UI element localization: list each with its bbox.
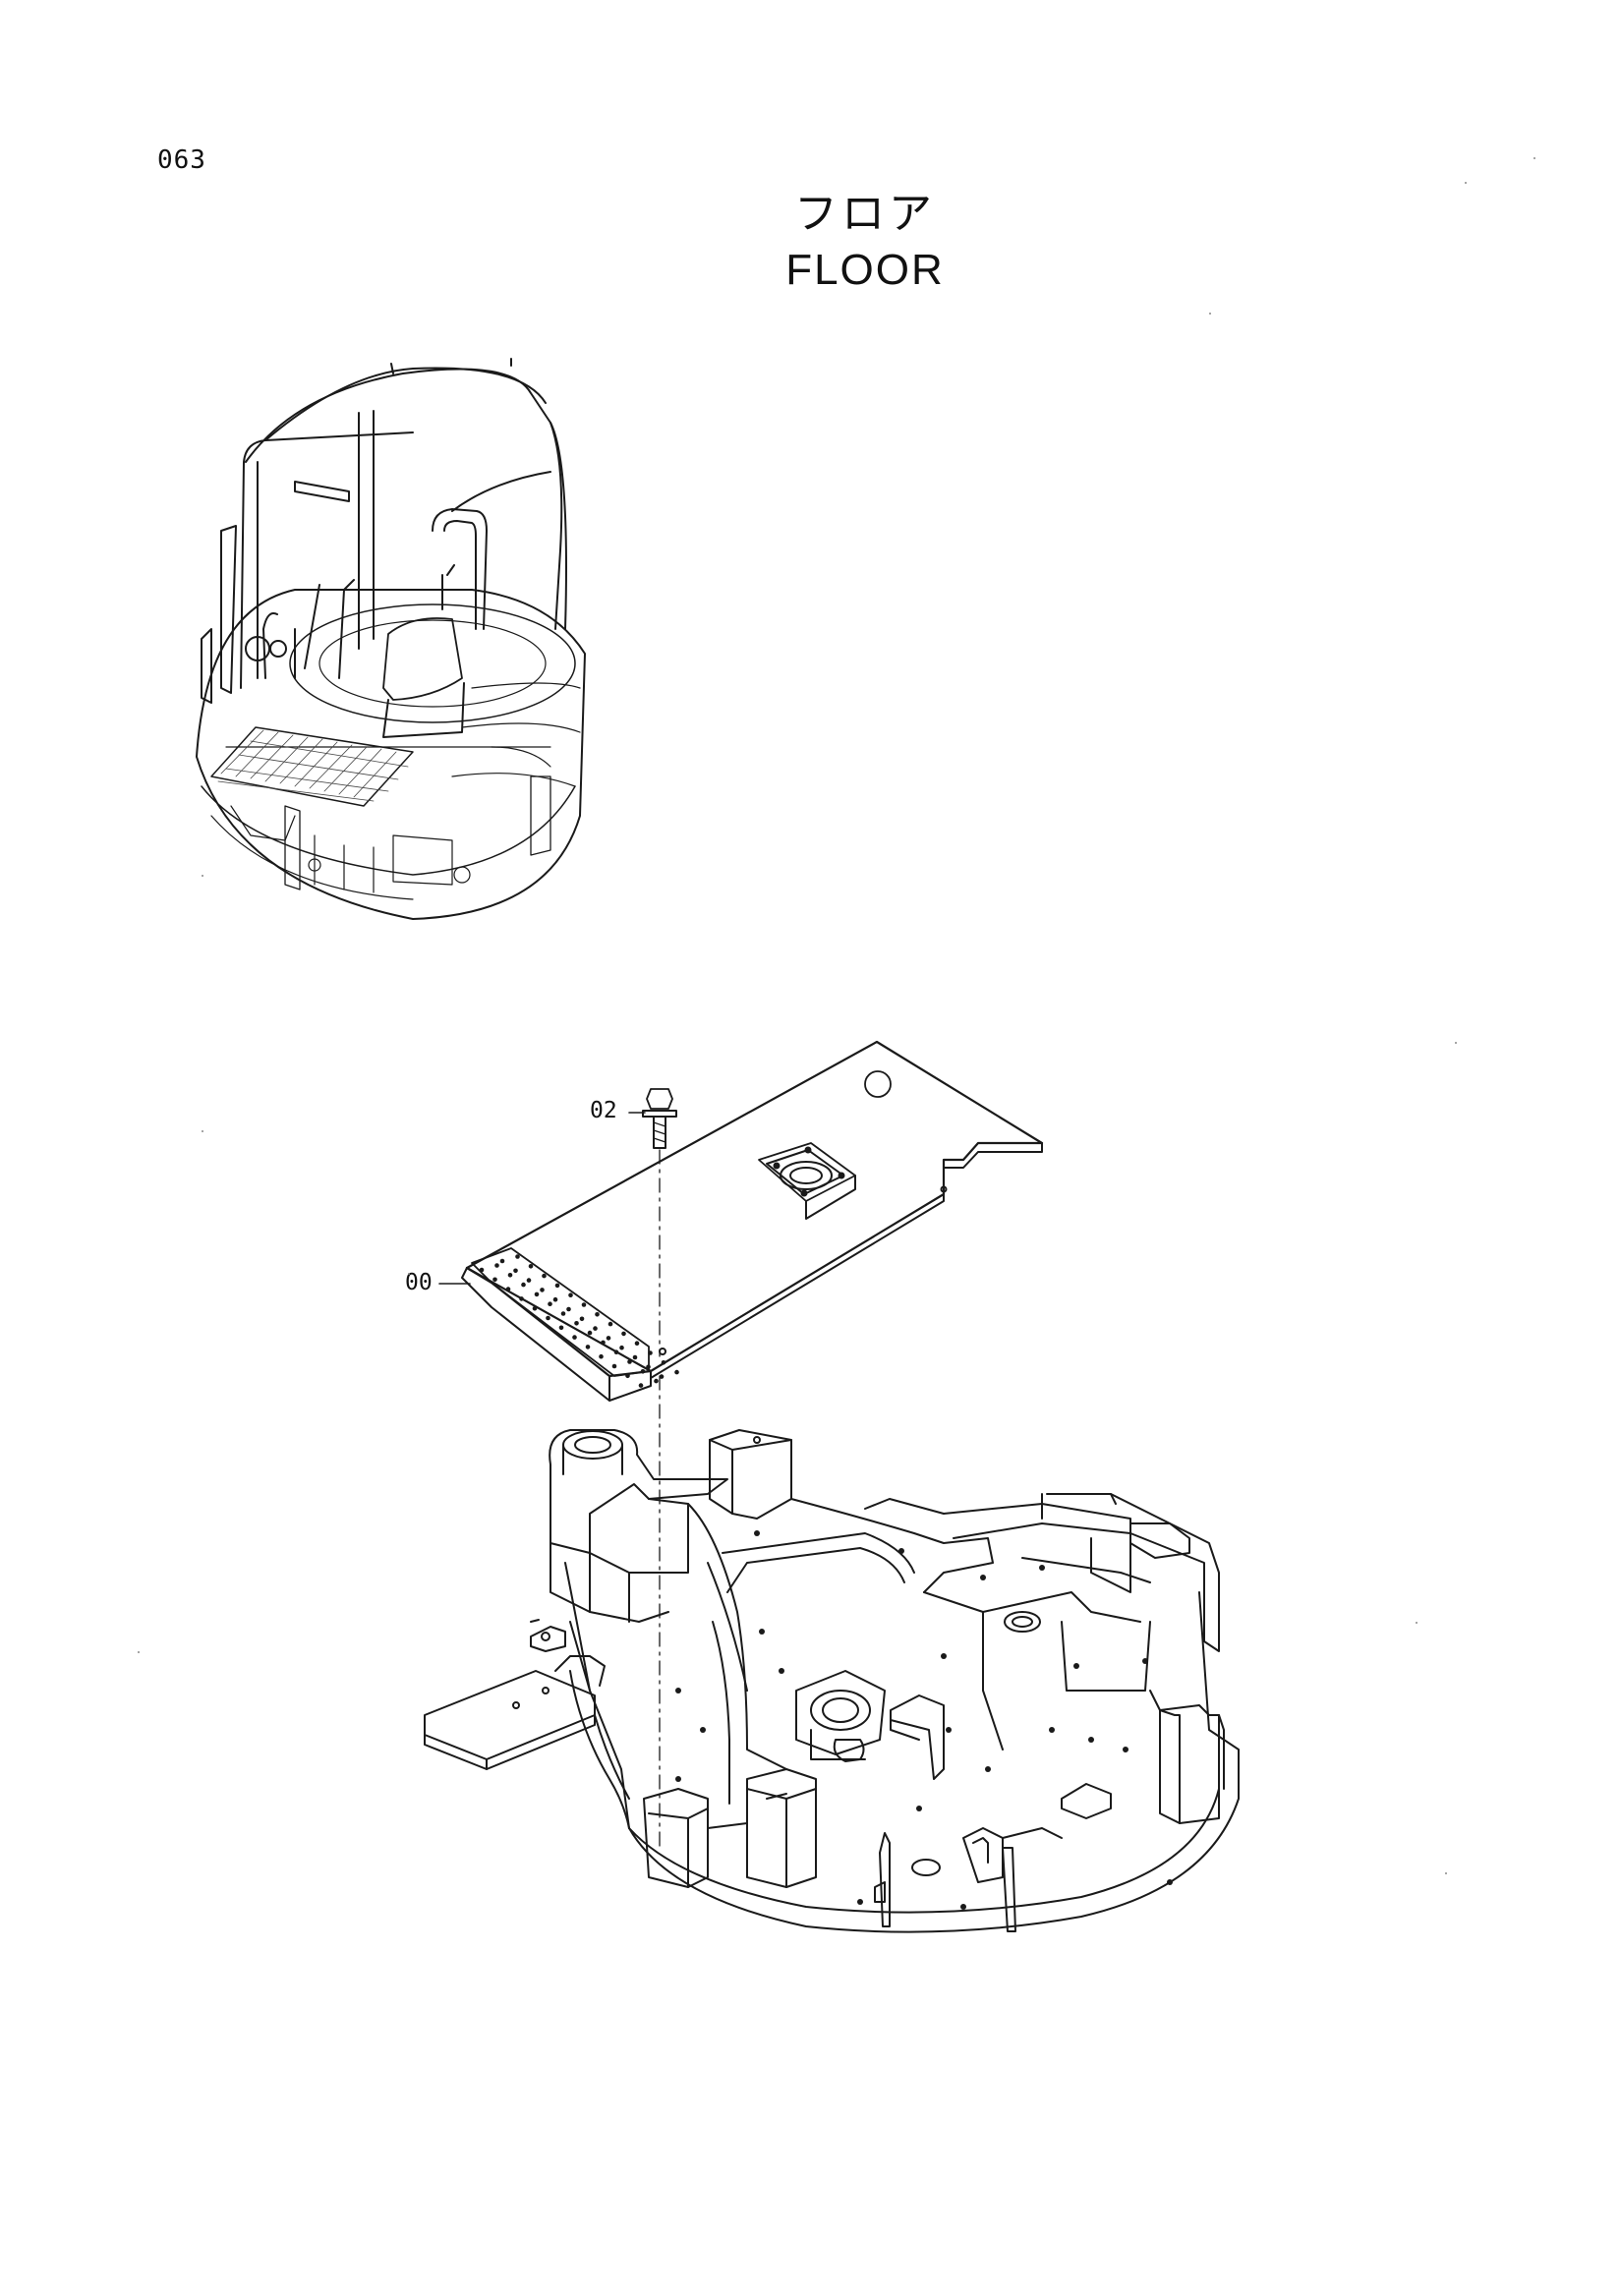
anti-slip-dot: [566, 1306, 571, 1312]
anti-slip-dot: [572, 1335, 577, 1340]
anti-slip-dot: [558, 1325, 564, 1331]
anti-slip-dot: [646, 1364, 651, 1370]
anti-slip-dot: [479, 1267, 485, 1273]
anti-slip-dot: [621, 1331, 626, 1337]
anti-slip-dot: [513, 1268, 518, 1274]
upright-post-left: [879, 1832, 891, 1927]
upperstructure-body: [196, 589, 586, 920]
anti-slip-dot: [552, 1296, 558, 1302]
anti-slip-dot: [554, 1283, 560, 1289]
anti-slip-dot: [611, 1363, 617, 1369]
anti-slip-dot: [593, 1326, 598, 1331]
anti-slip-dot: [540, 1288, 545, 1292]
anti-slip-dot: [634, 1341, 640, 1346]
anti-slip-dot: [648, 1350, 653, 1355]
scan-speck: [1445, 1872, 1447, 1874]
anti-slip-dot: [568, 1292, 573, 1297]
anti-slip-dot: [519, 1296, 524, 1301]
anti-slip-dot: [574, 1321, 579, 1326]
anti-slip-dot: [638, 1383, 644, 1388]
scan-speck: [138, 1651, 140, 1653]
anti-slip-dot: [608, 1321, 613, 1327]
page-number: 063: [157, 145, 206, 175]
scan-speck: [202, 1130, 203, 1132]
anti-slip-dot: [548, 1301, 552, 1306]
center-bracket: [890, 1694, 945, 1780]
scan-speck: [1465, 182, 1467, 184]
upper-frame: [424, 1429, 1240, 1933]
anti-slip-dot: [499, 1258, 505, 1264]
anti-slip-dot: [613, 1349, 619, 1354]
callout-leaders: [438, 1112, 646, 1285]
scan-speck: [408, 1273, 410, 1275]
scan-speck: [202, 875, 203, 877]
anti-slip-dot: [581, 1302, 587, 1307]
scan-speck: [1455, 1042, 1457, 1044]
front-left-box: [643, 1788, 709, 1888]
anti-slip-dot: [515, 1254, 520, 1259]
title-english: FLOOR: [785, 246, 945, 294]
anti-slip-dot: [632, 1354, 638, 1360]
left-step-bracket: [424, 1670, 596, 1760]
anti-slip-dot: [546, 1315, 550, 1321]
anti-slip-dot: [627, 1359, 632, 1364]
anti-slip-dot: [505, 1287, 511, 1292]
scan-speck: [1416, 1622, 1418, 1624]
anti-slip-dot: [599, 1353, 604, 1359]
anti-slip-dot: [507, 1273, 513, 1278]
floor-plate: [461, 1040, 1044, 1402]
anti-slip-dot: [654, 1378, 659, 1384]
highlighted-floor-area: [210, 726, 414, 807]
anti-slip-dot: [661, 1360, 666, 1365]
upright-post-right: [1002, 1847, 1016, 1932]
anti-slip-dot: [587, 1330, 593, 1336]
canopy-frame: [240, 368, 563, 689]
anti-slip-dot: [619, 1345, 624, 1350]
tower-block: [709, 1429, 792, 1520]
anti-slip-step: [471, 1247, 650, 1377]
anti-slip-dot: [595, 1312, 600, 1317]
anti-slip-dot: [494, 1263, 499, 1268]
title-block: フロア FLOOR: [708, 187, 1022, 299]
operator-seat: [382, 617, 463, 701]
anti-slip-dot: [560, 1311, 566, 1316]
anti-slip-dot: [640, 1369, 646, 1374]
anti-slip-dot: [534, 1292, 540, 1297]
bolt: [642, 1088, 677, 1149]
right-upright: [1159, 1704, 1220, 1824]
anti-slip-dot: [532, 1305, 538, 1311]
anti-slip-dot: [579, 1316, 585, 1322]
anti-slip-dot: [528, 1264, 534, 1269]
anti-slip-dot: [674, 1369, 679, 1375]
machine-overview-illustration: [196, 358, 586, 920]
callout-label-02: 02: [590, 1098, 617, 1123]
anti-slip-dot: [585, 1345, 591, 1349]
anti-slip-dot: [601, 1340, 606, 1346]
anti-slip-dot: [606, 1336, 611, 1341]
anti-slip-dot-pattern: [479, 1254, 679, 1388]
anti-slip-dot: [625, 1373, 630, 1379]
anti-slip-dot: [521, 1282, 526, 1288]
anti-slip-dot: [542, 1273, 547, 1279]
scan-speck: [1533, 157, 1535, 159]
title-japanese: フロア: [794, 189, 936, 239]
anti-slip-dot: [526, 1278, 532, 1283]
anti-slip-dot: [659, 1374, 665, 1379]
anti-slip-dot: [492, 1277, 497, 1283]
base-plate-outline: [628, 1591, 1240, 1933]
scan-speck: [1209, 313, 1211, 315]
frame-bolt-holes: [675, 1530, 1173, 1910]
